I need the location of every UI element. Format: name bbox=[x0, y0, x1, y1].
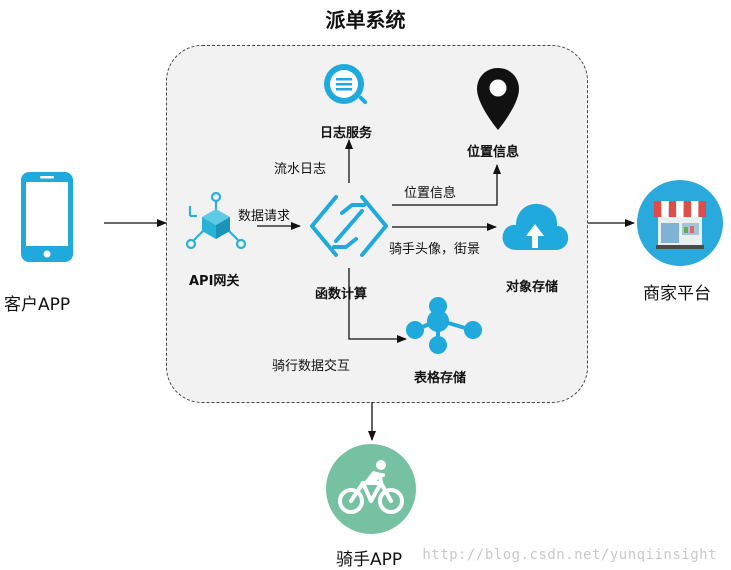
customer-app-label: 客户APP bbox=[4, 295, 71, 315]
log-service-icon bbox=[324, 64, 368, 105]
edge-label-rider-data-interaction: 骑行数据交互 bbox=[272, 359, 351, 374]
watermark: http://blog.csdn.net/yunqiinsight bbox=[422, 547, 717, 563]
object-storage-icon bbox=[502, 203, 569, 250]
log-service-label: 日志服务 bbox=[320, 126, 373, 141]
edge-label-location-info: 位置信息 bbox=[404, 186, 457, 201]
api-gateway-icon bbox=[185, 192, 247, 250]
shop-icon bbox=[637, 180, 723, 266]
function-compute-icon bbox=[310, 195, 388, 257]
merchant-platform-label: 商家平台 bbox=[643, 284, 711, 304]
table-storage-label: 表格存储 bbox=[414, 371, 467, 386]
edge-label-stream-log: 流水日志 bbox=[274, 162, 327, 177]
function-compute-label: 函数计算 bbox=[315, 287, 368, 302]
table-storage-icon bbox=[406, 297, 482, 354]
location-pin-icon bbox=[477, 68, 519, 130]
diagram-title: 派单系统 bbox=[325, 8, 406, 32]
arrow-function-to-location bbox=[392, 164, 501, 206]
smartphone-icon bbox=[21, 172, 73, 262]
rider-app-label: 骑手APP bbox=[336, 550, 403, 570]
edge-label-data-request: 数据请求 bbox=[238, 209, 291, 224]
object-storage-label: 对象存储 bbox=[506, 280, 559, 295]
edge-label-rider-avatar-street: 骑手头像，街景 bbox=[389, 242, 481, 257]
bicycle-icon bbox=[326, 444, 416, 534]
api-gateway-label: API网关 bbox=[189, 274, 240, 289]
location-info-label: 位置信息 bbox=[467, 145, 520, 160]
arrow-function-to-table bbox=[348, 268, 407, 343]
